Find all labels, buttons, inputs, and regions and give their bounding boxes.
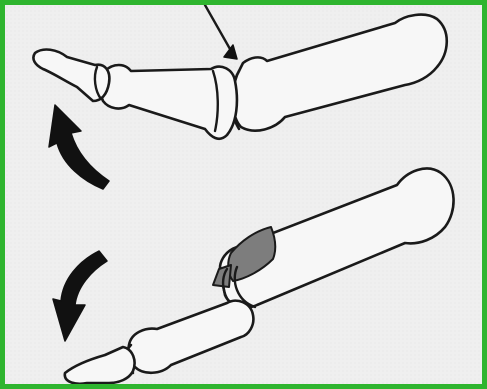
straight-arrow-down-icon: [205, 5, 237, 59]
top-panel: [33, 5, 446, 189]
bottom-middle-phalanx: [128, 301, 253, 373]
bottom-panel: [53, 169, 454, 384]
finger-bones-illustration: [5, 5, 482, 384]
curved-arrow-up-icon: [49, 105, 109, 189]
top-proximal-bone: [233, 15, 447, 131]
bottom-distal-phalanx: [65, 347, 135, 384]
curved-arrow-down-icon: [53, 251, 107, 341]
